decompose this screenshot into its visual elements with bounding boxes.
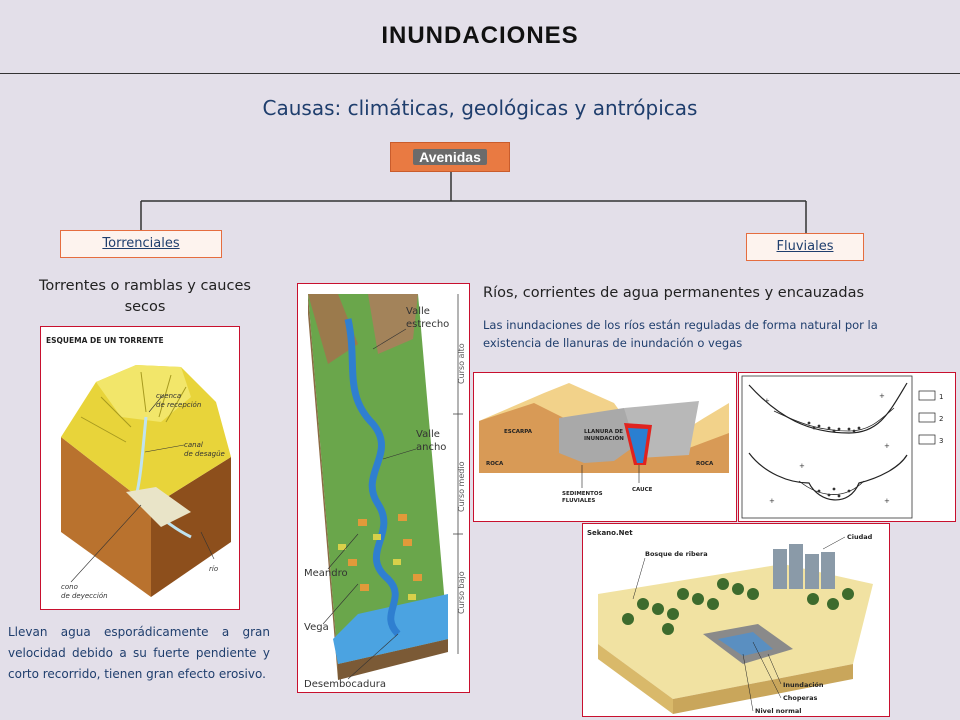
desembocadura-label: Desembocadura <box>304 679 386 690</box>
valley-sections-diagram: + + + + + + 1 2 3 <box>738 372 956 522</box>
svg-text:+: + <box>879 392 885 400</box>
legend-item-2: 2 <box>939 415 943 423</box>
fluviales-box[interactable]: Fluviales <box>746 233 864 261</box>
floodplain-cross-section: ESCARPA LLANURA DE INUNDACIÓN ROCA ROCA … <box>473 372 737 522</box>
svg-text:+: + <box>799 462 805 470</box>
page-title: INUNDACIONES <box>381 22 579 49</box>
title-divider <box>0 73 960 74</box>
rio-label: río <box>209 565 218 573</box>
curso-medio-label: Curso medio <box>457 461 466 512</box>
bosque-label: Bosque de ribera <box>645 550 708 558</box>
legend-item-3: 3 <box>939 437 943 445</box>
fluvial-heading: Ríos, corrientes de agua permanentes y e… <box>483 285 865 301</box>
valle-estrecho-label: Valle <box>406 306 430 317</box>
roca-left-label: ROCA <box>486 461 504 467</box>
roca-right-label: ROCA <box>696 461 714 467</box>
svg-text:+: + <box>764 397 770 405</box>
avenidas-box: Avenidas <box>390 142 510 172</box>
llanura-label-2: INUNDACIÓN <box>584 435 624 442</box>
meandro-label: Meandro <box>304 568 348 579</box>
causes-subtitle: Causas: climáticas, geológicas y antrópi… <box>262 96 698 120</box>
torrential-description: Torrentes o ramblas y cauces secos <box>39 278 251 315</box>
canal-label: canal <box>184 441 203 449</box>
tree-connectors <box>140 172 807 233</box>
llanura-label: LLANURA DE <box>584 429 623 435</box>
source-label: Sekano.Net <box>587 529 633 537</box>
curso-bajo-label: Curso bajo <box>457 571 466 614</box>
inundacion-label: Inundación <box>783 681 824 689</box>
cuenca-label: cuenca <box>156 392 181 400</box>
vega-label: Vega <box>304 622 329 633</box>
torrenciales-box[interactable]: Torrenciales <box>60 230 222 258</box>
svg-text:+: + <box>769 497 775 505</box>
escarpa-label: ESCARPA <box>504 429 533 435</box>
svg-text:+: + <box>884 442 890 450</box>
canal-label-2: de desagüe <box>184 450 225 458</box>
nivel-normal-label: Nivel normal <box>755 707 802 715</box>
ciudad-label: Ciudad <box>847 533 873 541</box>
riparian-forest-diagram: Sekano.Net Ciudad Bosque de ribera Inund… <box>582 523 890 717</box>
cono-label-2: de deyección <box>61 592 108 600</box>
cauce-label: CAUCE <box>632 487 653 493</box>
svg-text:+: + <box>884 497 890 505</box>
torrent-diagram: ESQUEMA DE UN TORRENTE cuenca de recepci… <box>40 326 240 610</box>
river-course-diagram: Valle estrecho Valle ancho Curso alto Cu… <box>297 283 470 693</box>
cono-label: cono <box>61 583 78 591</box>
curso-alto-label: Curso alto <box>457 343 466 384</box>
torrent-heading: ESQUEMA DE UN TORRENTE <box>46 336 164 345</box>
valle-ancho-label: Valle <box>416 429 440 440</box>
legend-item-1: 1 <box>939 393 943 401</box>
valle-ancho-label-2: ancho <box>416 442 446 453</box>
sedimentos-label: SEDIMENTOS <box>562 491 603 497</box>
torrential-note: Llevan agua esporádicamente a gran veloc… <box>8 625 270 681</box>
cuenca-label-2: de recepción <box>156 401 201 409</box>
sedimentos-label-2: FLUVIALES <box>562 498 595 504</box>
valle-estrecho-label-2: estrecho <box>406 319 449 330</box>
choperas-label: Choperas <box>783 694 818 702</box>
fluvial-description: Las inundaciones de los ríos están regul… <box>483 318 878 350</box>
avenidas-label: Avenidas <box>413 149 487 165</box>
